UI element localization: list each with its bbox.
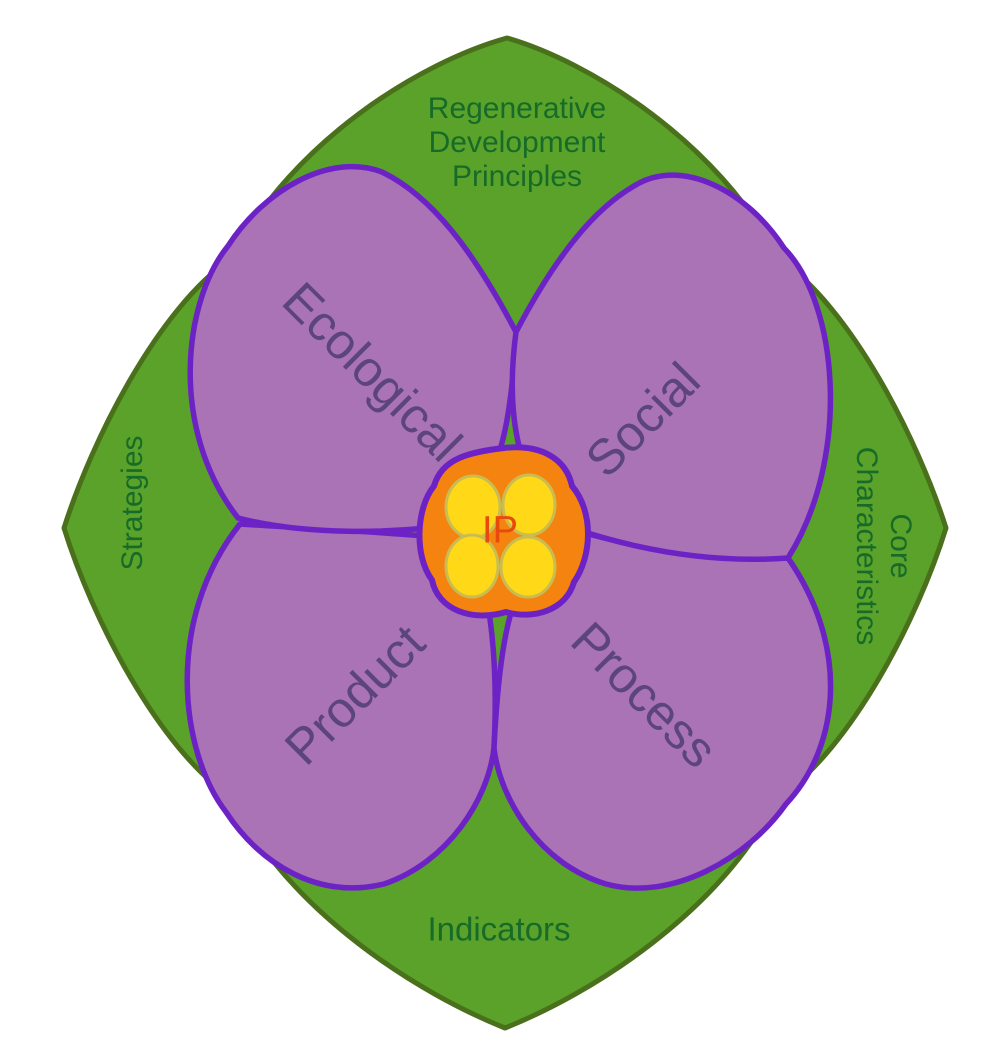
- clover-lobe-bottom-right: [499, 535, 557, 599]
- clover-lobes: [444, 473, 557, 599]
- label-core-characteristics: Core Characteristics: [850, 446, 917, 646]
- label-regenerative-development-principles: Regenerative Development Principles: [427, 92, 607, 193]
- clover-lobe-bottom-left: [444, 533, 500, 599]
- clover-lobe-top-right: [501, 473, 557, 537]
- label-indicators: Indicators: [427, 910, 571, 948]
- petal-top-right-shape: [509, 172, 834, 562]
- label-strategies: Strategies: [116, 435, 150, 571]
- label-center-ip: IP: [482, 509, 518, 552]
